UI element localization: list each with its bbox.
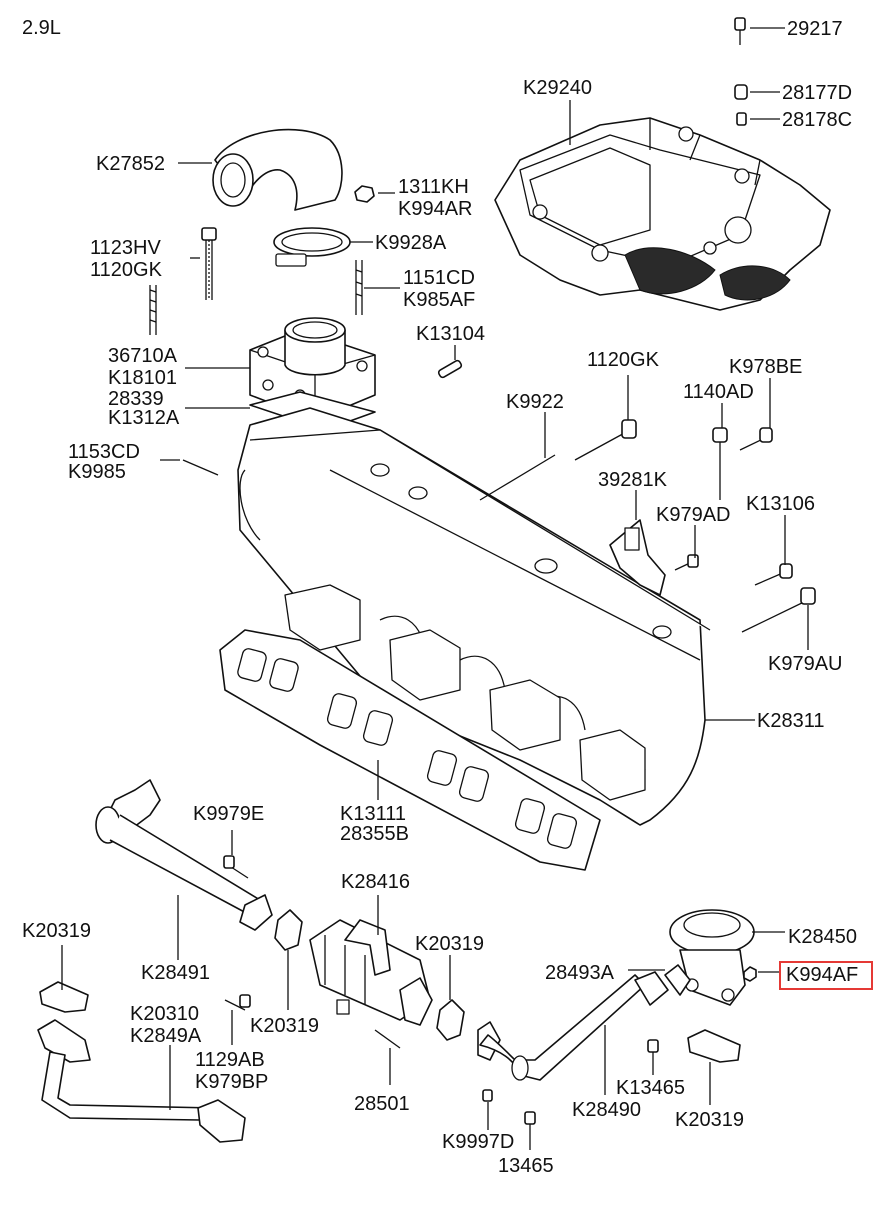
label-k9979e[interactable]: K9979E	[193, 803, 264, 825]
egr-valve-k28450[interactable]	[669, 909, 755, 1006]
label-29217[interactable]: 29217	[787, 18, 843, 40]
label-k20319-d[interactable]: K20319	[675, 1109, 744, 1131]
label-13465[interactable]: 13465	[498, 1155, 554, 1177]
label-1120gk-a[interactable]: 1120GK	[90, 259, 163, 281]
manifold-gasket[interactable]	[219, 629, 601, 871]
egr-pipe-k28490[interactable]	[477, 971, 669, 1081]
nut-1311kh[interactable]	[354, 185, 375, 203]
label-k13111[interactable]: K13111	[340, 803, 406, 825]
bolt-1123hv[interactable]	[201, 227, 217, 300]
label-k1312a[interactable]: K1312A	[108, 407, 180, 429]
label-28493a[interactable]: 28493A	[545, 962, 615, 984]
label-k28491[interactable]: K28491	[141, 962, 210, 984]
label-k13104[interactable]: K13104	[416, 323, 485, 345]
label-k18101[interactable]: K18101	[108, 367, 177, 389]
nut-k994af[interactable]	[743, 966, 757, 982]
bolt-k13106[interactable]	[754, 563, 793, 586]
labels: 2.9L 29217 28177D 28178C K29240 K27852 1…	[22, 17, 873, 1177]
label-k20319-b[interactable]: K20319	[250, 1015, 319, 1037]
label-28178c[interactable]: 28178C	[782, 109, 852, 131]
bolt-29217[interactable]	[734, 17, 746, 45]
label-k979au[interactable]: K979AU	[768, 653, 843, 675]
bolt-1129ab[interactable]	[224, 994, 251, 1011]
nut-13465[interactable]	[524, 1111, 536, 1125]
egr-cooler-k28416[interactable]	[309, 919, 433, 1026]
pin-k13104[interactable]	[437, 359, 463, 379]
hose-clamp[interactable]	[273, 227, 351, 267]
gasket-k20319-c[interactable]	[39, 981, 89, 1013]
stud-28501[interactable]	[374, 1029, 401, 1049]
label-1129ab[interactable]: 1129AB	[195, 1049, 265, 1071]
label-1140ad[interactable]: 1140AD	[683, 381, 754, 403]
label-k9922[interactable]: K9922	[506, 391, 564, 413]
bolt-k9979e[interactable]	[223, 855, 249, 879]
bracket-39281k[interactable]	[609, 519, 666, 596]
gasket-k20319-a[interactable]	[436, 999, 465, 1041]
label-k20319-a[interactable]: K20319	[415, 933, 484, 955]
leader-lines	[61, 27, 809, 1150]
spacer-28178c[interactable]	[736, 112, 747, 126]
egr-pipe-k28491[interactable]	[95, 779, 273, 931]
egr-tube-k20310[interactable]	[37, 1019, 246, 1143]
label-1151cd[interactable]: 1151CD	[403, 267, 475, 289]
label-k13465[interactable]: K13465	[616, 1077, 685, 1099]
label-36710a[interactable]: 36710A	[108, 345, 178, 367]
label-1311kh[interactable]: 1311KH	[398, 176, 469, 198]
highlight-k994af	[779, 961, 873, 990]
bolt-k978be[interactable]	[739, 427, 773, 451]
gasket-k20319-b[interactable]	[274, 909, 303, 951]
label-k28416[interactable]: K28416	[341, 871, 410, 893]
label-k27852[interactable]: K27852	[96, 153, 165, 175]
bolt-k979au[interactable]	[741, 587, 816, 633]
bolt-1120gk[interactable]	[574, 419, 637, 461]
label-1123hv[interactable]: 1123HV	[90, 237, 161, 259]
label-k994af[interactable]: K994AF	[786, 964, 858, 986]
label-1120gk-b[interactable]: 1120GK	[587, 349, 660, 371]
label-k28450[interactable]: K28450	[788, 926, 857, 948]
stud-1153cd[interactable]	[182, 459, 219, 476]
label-39281k[interactable]: 39281K	[598, 469, 668, 491]
label-k20310[interactable]: K20310	[130, 1003, 199, 1025]
bolt-1140ad[interactable]	[712, 427, 728, 500]
nut-k13465[interactable]	[647, 1039, 659, 1053]
gasket-28493a[interactable]	[664, 964, 691, 996]
rod-k9922[interactable]	[479, 454, 556, 501]
label-k979ad[interactable]: K979AD	[656, 504, 731, 526]
label-k994ar[interactable]: K994AR	[398, 198, 473, 220]
engine-cover[interactable]	[494, 117, 831, 311]
label-k9985[interactable]: K9985	[68, 461, 126, 483]
bolt-k9997d[interactable]	[482, 1089, 493, 1102]
gasket-k20319-d[interactable]	[687, 1029, 741, 1063]
label-k2849a[interactable]: K2849A	[130, 1025, 202, 1047]
label-k9928a[interactable]: K9928A	[375, 232, 447, 254]
stud-36710a[interactable]	[149, 285, 157, 335]
label-28355b[interactable]: 28355B	[340, 823, 409, 845]
label-k28311[interactable]: K28311	[757, 710, 824, 732]
label-k29240[interactable]: K29240	[523, 77, 592, 99]
label-k9997d[interactable]: K9997D	[442, 1131, 514, 1153]
label-k985af[interactable]: K985AF	[403, 289, 475, 311]
label-k28490[interactable]: K28490	[572, 1099, 641, 1121]
label-k979bp[interactable]: K979BP	[195, 1071, 268, 1093]
grommet-28177d[interactable]	[734, 84, 748, 100]
engine-label: 2.9L	[22, 17, 61, 39]
label-1153cd[interactable]: 1153CD	[68, 441, 140, 463]
intake-adapter[interactable]	[249, 317, 376, 421]
intake-manifold[interactable]	[237, 407, 711, 826]
stud-1151cd[interactable]	[355, 260, 363, 315]
label-28501[interactable]: 28501	[354, 1093, 410, 1115]
label-28177d[interactable]: 28177D	[782, 82, 852, 104]
label-k20319-c-top[interactable]: K20319	[22, 920, 91, 942]
label-k13106[interactable]: K13106	[746, 493, 815, 515]
label-28339[interactable]: 28339	[108, 388, 164, 410]
intake-hose[interactable]	[212, 128, 343, 211]
label-k978be[interactable]: K978BE	[729, 356, 802, 378]
